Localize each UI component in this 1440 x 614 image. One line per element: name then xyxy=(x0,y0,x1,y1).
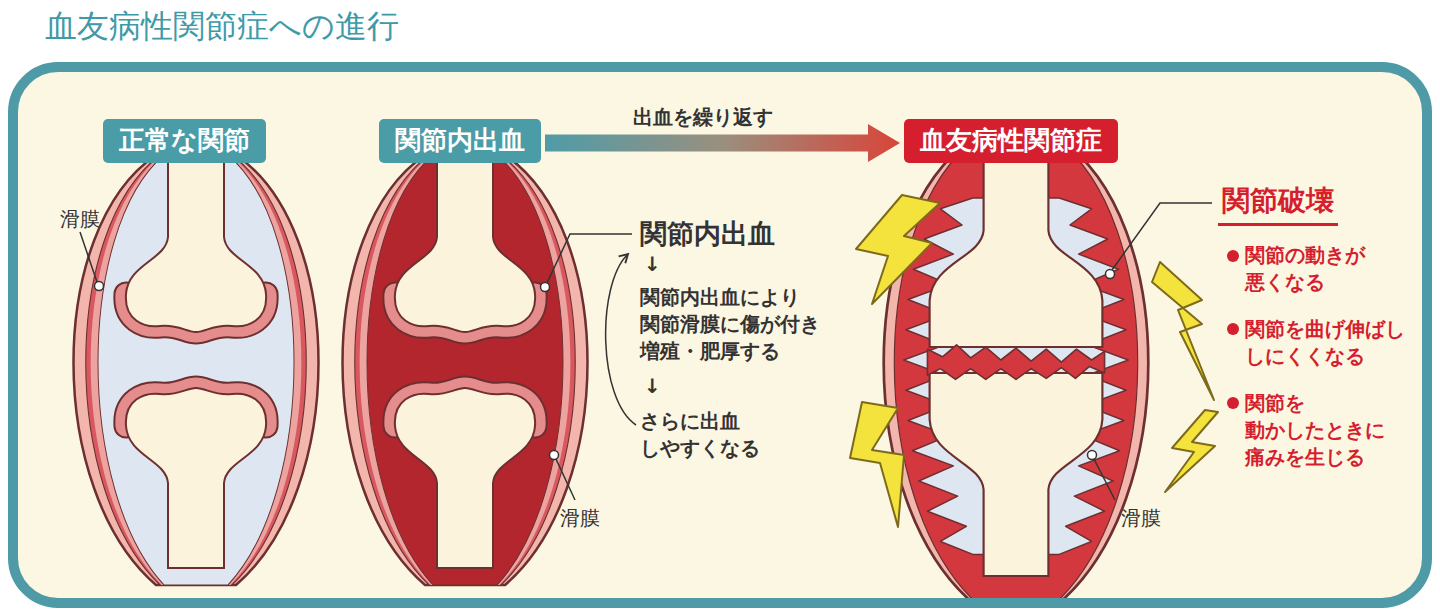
lower-bone xyxy=(126,388,266,568)
leader-line xyxy=(547,234,632,283)
bullet-dot xyxy=(1227,250,1239,262)
part-label: 滑膜 xyxy=(60,207,100,231)
bullets xyxy=(1227,250,1239,409)
pain-bolt xyxy=(856,195,940,304)
bone xyxy=(395,152,535,332)
clipped-joints xyxy=(74,139,1149,598)
annotation-heading: 関節内出血 xyxy=(640,218,775,250)
flow-arrow-glyph: ↓ xyxy=(644,374,661,398)
flow-arrow-glyph: ↓ xyxy=(644,252,661,276)
eroded-cartilage xyxy=(927,345,1104,380)
bone xyxy=(930,373,1103,576)
stage-badge: 正常な関節 xyxy=(103,119,266,163)
diagram-title: 血友病性関節症への進行 xyxy=(45,7,399,45)
flow-arrow xyxy=(545,124,900,162)
leader-dots xyxy=(95,270,1115,460)
leader-dot xyxy=(541,283,550,292)
edge-label: 出血を繰り返す xyxy=(633,105,773,129)
leader-line xyxy=(1094,459,1115,500)
gradient-arrow xyxy=(545,124,900,162)
leader-dot xyxy=(550,451,559,460)
lower-bone xyxy=(395,388,535,568)
symptom-text: 関節を曲げ伸ばし しにくくなる xyxy=(1245,316,1417,370)
pain-bolts xyxy=(850,195,1218,527)
bone xyxy=(930,144,1103,347)
symptom-text: 関節を 動かしたときに 痛みを生じる xyxy=(1245,390,1417,471)
annotation-text: さらに出血 しやすくなる xyxy=(640,408,840,462)
badge-text: 正常な関節 xyxy=(119,125,250,156)
leader-line xyxy=(1112,203,1212,270)
bullet-dot xyxy=(1227,397,1239,409)
leader-line xyxy=(556,459,575,500)
stage-badge: 関節内出血 xyxy=(379,119,541,163)
leader-dot xyxy=(1106,270,1115,279)
bone xyxy=(126,388,266,568)
cycle-arrow xyxy=(606,254,636,425)
pain-bolt xyxy=(1152,262,1214,400)
pain-bolt xyxy=(850,402,904,527)
leader-line xyxy=(80,232,97,282)
bullet-dot xyxy=(1227,323,1239,335)
section-heading: 関節破壊 xyxy=(1218,184,1338,226)
upper-bone xyxy=(395,152,535,332)
bleeding-joint xyxy=(343,152,588,585)
badge-text: 血友病性関節症 xyxy=(920,125,1102,156)
leader-lines xyxy=(80,203,1212,500)
normal-joint xyxy=(74,152,319,585)
bone xyxy=(126,152,266,332)
annotation-text: 関節内出血により 関節滑膜に傷が付き 増殖・肥厚する xyxy=(640,284,840,365)
part-label: 滑膜 xyxy=(1121,506,1161,530)
stage-badge: 血友病性関節症 xyxy=(904,119,1118,163)
leader-dot xyxy=(95,282,104,291)
leader-dot xyxy=(1088,451,1097,460)
upper-bone xyxy=(126,152,266,332)
symptom-text: 関節の動きが 悪くなる xyxy=(1245,242,1417,296)
pain-bolt xyxy=(1165,410,1218,492)
bone xyxy=(395,388,535,568)
badge-text: 関節内出血 xyxy=(395,125,525,156)
part-label: 滑膜 xyxy=(560,506,600,530)
